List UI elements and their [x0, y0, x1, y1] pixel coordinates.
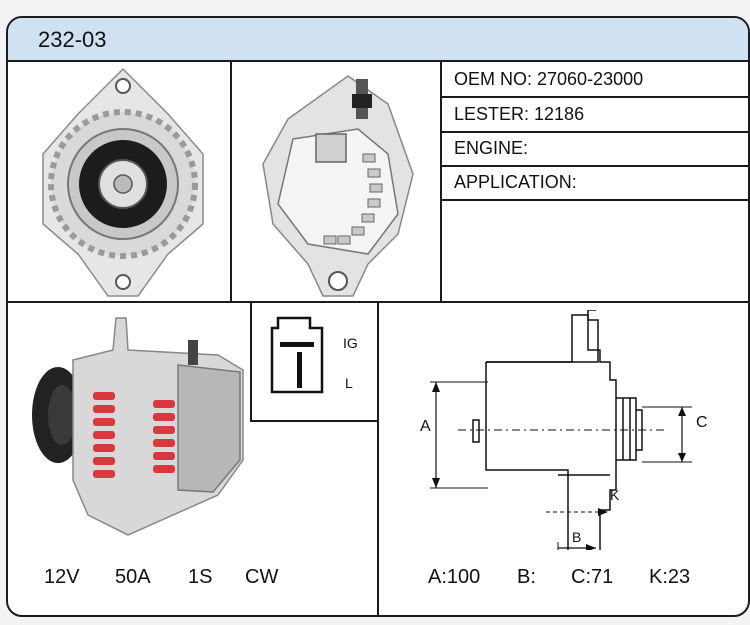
- dimension-b-value: B:: [517, 566, 536, 588]
- dim-label-a: A: [420, 418, 431, 435]
- info-row-line-3: [441, 165, 748, 167]
- voltage-spec: 12V: [44, 566, 80, 588]
- dim-label-b: B: [572, 529, 582, 545]
- dim-label-c: C: [696, 414, 708, 431]
- oem-number: OEM NO: 27060-23000: [454, 69, 644, 89]
- divider-v2: [440, 62, 442, 302]
- connector-box: IG L: [250, 302, 377, 422]
- title-bar: 232-03: [8, 18, 748, 62]
- amperage-spec: 50A: [115, 566, 151, 588]
- dimension-a-value: A:100: [428, 566, 481, 588]
- application-field: APPLICATION:: [454, 172, 577, 192]
- alternator-front-view: [42, 67, 204, 297]
- dimension-c-value: C:71: [571, 566, 614, 588]
- l-terminal-label: L: [345, 375, 353, 391]
- product-card: 232-03 OEM NO: 27060-23000 LESTER: 12186…: [6, 16, 750, 617]
- info-row-line-1: [441, 96, 748, 98]
- connector-plug-diagram: [270, 316, 324, 394]
- dim-label-k: K: [610, 487, 620, 503]
- type-spec: 1S: [188, 566, 213, 588]
- dimension-k-value: K:23: [649, 566, 691, 588]
- divider-v1: [230, 62, 232, 302]
- alternator-side-view: [32, 317, 244, 536]
- lester-number: LESTER: 12186: [454, 104, 585, 124]
- divider-v3: [377, 302, 379, 615]
- part-number-title: 232-03: [38, 27, 107, 52]
- dimension-drawing: [430, 310, 692, 550]
- engine-field: ENGINE:: [454, 138, 529, 158]
- ig-terminal-label: IG: [343, 335, 358, 351]
- info-row-line-4: [441, 199, 748, 201]
- alternator-rear-view: [262, 75, 414, 297]
- info-row-line-2: [441, 131, 748, 133]
- rotation-spec: CW: [245, 566, 279, 588]
